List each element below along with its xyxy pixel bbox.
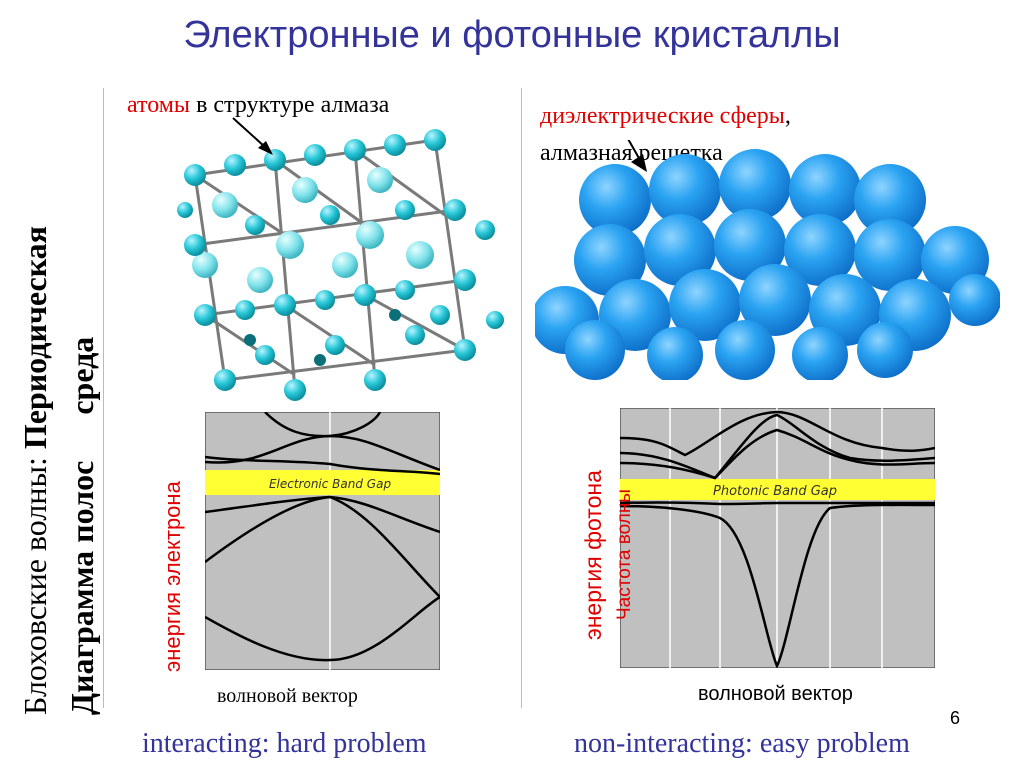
- side-label-bloch: Блоховские волны: Периодическая: [17, 226, 54, 715]
- dielectric-spheres-illustration: [535, 140, 1000, 380]
- right-caption-spheres: диэлектрические сферы: [540, 103, 785, 129]
- electronic-x-axis-label: волновой вектор: [217, 685, 358, 707]
- electronic-band-diagram: Electronic Band Gap: [205, 412, 440, 670]
- photonic-y-axis-label-overlay: Частота волны: [614, 489, 635, 620]
- photonic-band-curves: [620, 410, 935, 668]
- right-arrowhead: [631, 154, 647, 172]
- sphere-packing: [535, 149, 1000, 380]
- photonic-band-diagram: Photonic Band Gap: [620, 408, 935, 668]
- left-caption: атомы в структуре алмаза: [127, 92, 389, 119]
- photonic-gridlines: [669, 408, 883, 668]
- right-caption: диэлектрические сферы,: [540, 103, 791, 130]
- photonic-x-axis-label: волновой вектор: [698, 683, 853, 705]
- electronic-plot-area: [205, 412, 440, 670]
- electronic-band-curves: [205, 412, 440, 662]
- photonic-band-gap-bar: [620, 479, 935, 500]
- left-divider: [103, 88, 104, 708]
- electronic-gap-label: Electronic Band Gap: [269, 477, 392, 491]
- side-label-periodic: Периодическая: [17, 226, 53, 450]
- electronic-y-axis-label: энергия электрона: [160, 481, 185, 672]
- side-label-diagram: Диаграмма полос: [64, 460, 100, 715]
- left-caption-atoms: атомы: [127, 92, 191, 118]
- page-number: 6: [950, 708, 961, 728]
- right-footer: non-interacting: easy problem: [574, 728, 910, 759]
- left-footer: interacting: hard problem: [142, 728, 427, 759]
- left-caption-rest: в структуре алмаза: [190, 92, 390, 118]
- side-label-prefix: Блоховские волны:: [17, 449, 53, 715]
- right-caption-comma: ,: [784, 103, 791, 129]
- electronic-band-gap-bar: [205, 470, 440, 495]
- left-pointer-arrow: [232, 117, 266, 148]
- side-label-medium: среда: [64, 336, 100, 415]
- center-divider: [521, 88, 522, 708]
- slide-title: Электронные и фотонные кристаллы: [183, 14, 841, 56]
- lattice-atoms: [177, 129, 504, 401]
- left-arrowhead: [258, 141, 273, 155]
- photonic-y-axis-label: энергия фотона: [580, 470, 606, 640]
- diamond-lattice-illustration: [177, 117, 504, 401]
- side-label-band-diagram: Диаграмма полос среда: [64, 337, 101, 715]
- right-pointer-arrow: [627, 140, 641, 161]
- photonic-gap-label: Photonic Band Gap: [713, 484, 837, 499]
